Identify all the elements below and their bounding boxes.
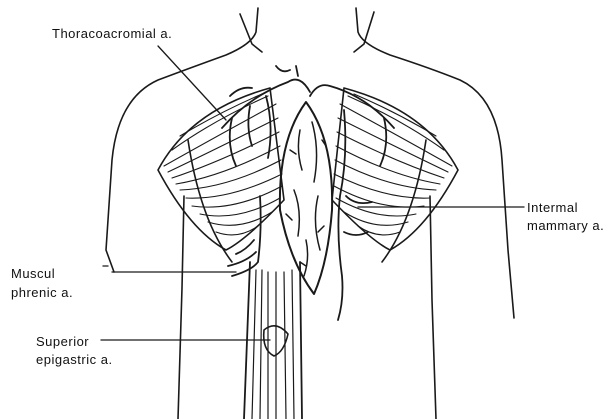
- label-superior-epigastric-line1: Superior: [36, 333, 89, 350]
- label-internal-mammary-line1: Intermal: [527, 199, 578, 216]
- label-musculophrenic-line1: Muscul: [11, 265, 55, 282]
- sternal-graft: [280, 102, 332, 294]
- left-pectoral-muscle: [158, 88, 284, 250]
- label-superior-epigastric-line2: epigastric a.: [36, 351, 113, 368]
- right-pectoral-muscle: [332, 88, 458, 250]
- torso-outline: [106, 8, 514, 419]
- label-internal-mammary-line2: mammary a.: [527, 217, 604, 234]
- leader-thoracoacromial: [158, 46, 226, 120]
- leader-lines: [101, 46, 524, 340]
- label-musculophrenic-line2: phrenic a.: [11, 284, 73, 301]
- label-thoracoacromial: Thoracoacromial a.: [52, 25, 172, 42]
